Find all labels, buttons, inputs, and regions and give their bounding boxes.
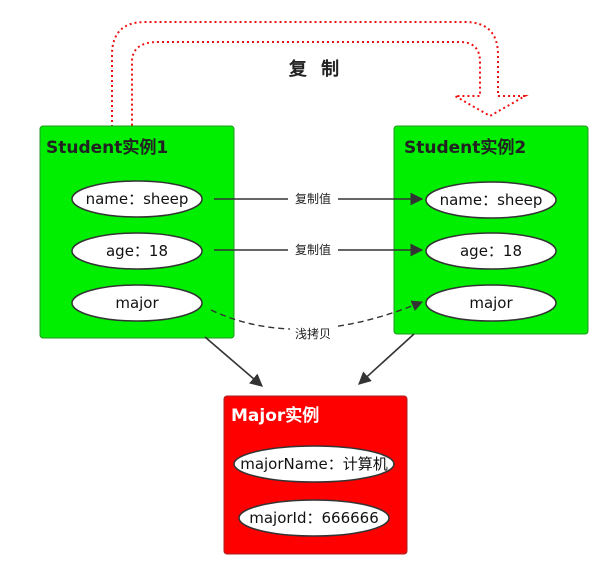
student1-age-label: age：18	[106, 242, 168, 260]
student2-age-field	[425, 232, 557, 270]
student1-major-field	[71, 284, 203, 322]
student2-major-field	[425, 284, 557, 322]
major-name-field	[233, 445, 395, 483]
age-copy-label-bg	[288, 241, 338, 258]
student2-box	[393, 125, 589, 335]
copy-label: 复 制	[288, 58, 343, 80]
student1-box	[39, 125, 235, 339]
student2-major-ref-edge	[358, 333, 415, 385]
copy-arrow	[111, 21, 529, 127]
major-id-field	[238, 499, 390, 537]
student1-major-ref-edge	[204, 336, 263, 387]
age-copy-label: 复制值	[295, 242, 331, 257]
student1-major-label: major	[115, 294, 159, 312]
name-copy-label-bg	[288, 190, 338, 207]
student2-name-label: name：sheep	[440, 191, 543, 209]
name-copy-label: 复制值	[295, 191, 331, 206]
student1-age-field	[71, 232, 203, 270]
student1-title: Student实例1	[46, 137, 168, 158]
shallow-copy-label-bg	[290, 325, 336, 342]
student1-name-field	[71, 180, 203, 218]
student2-name-field	[425, 181, 557, 219]
major-id-label: majorId：666666	[249, 509, 379, 527]
student2-age-label: age：18	[460, 242, 522, 260]
student2-major-label: major	[469, 294, 513, 312]
major-title: Major实例	[231, 405, 319, 426]
major-name-label: majorName：计算机	[240, 455, 388, 473]
student1-name-label: name：sheep	[86, 190, 189, 208]
shallow-copy-label: 浅拷贝	[295, 326, 331, 341]
student2-title: Student实例2	[404, 137, 526, 158]
